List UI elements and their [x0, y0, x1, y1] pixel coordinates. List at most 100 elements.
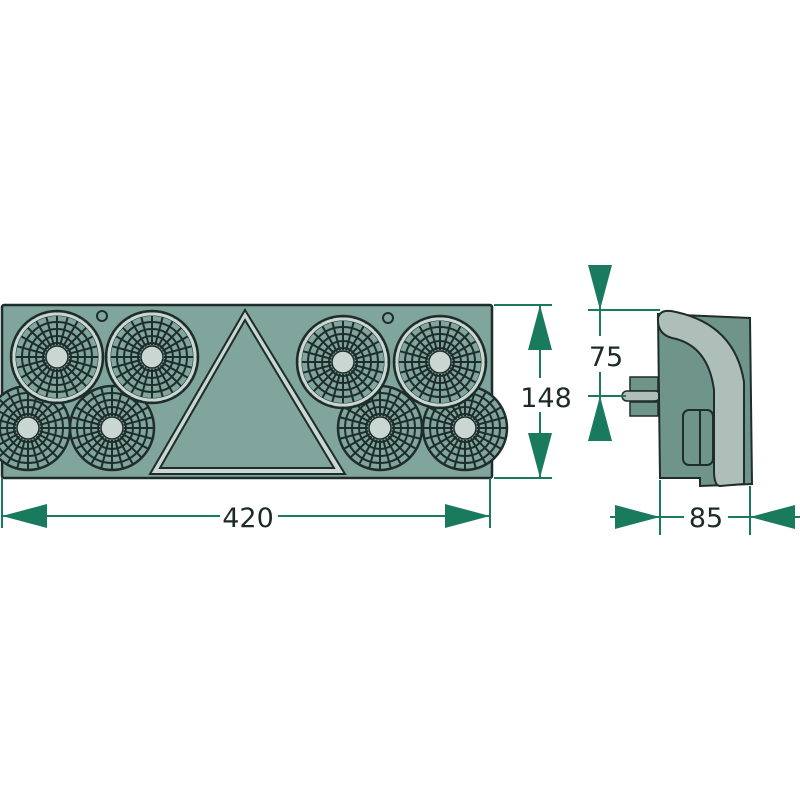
lens-spoke	[111, 362, 143, 381]
lens-spoke	[117, 437, 134, 465]
lens-spoke	[0, 398, 21, 421]
lens-spoke	[81, 397, 105, 421]
connector-plug	[629, 401, 659, 417]
lens-spoke	[406, 369, 433, 396]
lens-spoke	[395, 349, 429, 360]
lens-spoke	[382, 387, 392, 417]
dimensions	[1, 265, 800, 535]
lens-spoke	[343, 433, 371, 450]
lens-spoke	[64, 323, 91, 350]
side-lens-profile	[656, 309, 745, 488]
lens-spoke	[119, 435, 143, 459]
lens-spoke	[157, 316, 176, 348]
lens-spoke	[350, 328, 377, 355]
lens-spoke	[159, 364, 186, 391]
depth-dimension-label: 85	[689, 503, 723, 534]
bulb	[140, 345, 164, 369]
lens-spoke	[37, 406, 65, 423]
connector-pin	[621, 390, 661, 402]
large-lamp-lens	[104, 309, 200, 405]
lens-spoke	[6, 437, 23, 465]
lens-spoke	[447, 328, 474, 355]
lens-spoke	[449, 338, 481, 357]
lens-spoke	[75, 433, 103, 450]
bulb	[100, 416, 124, 440]
bulb	[453, 416, 477, 440]
lens-spoke	[476, 416, 506, 426]
lens-spoke	[118, 323, 145, 350]
lens-spoke	[470, 391, 487, 419]
lens-spoke	[30, 439, 40, 469]
lens-spoke	[447, 369, 474, 396]
arrowhead	[615, 505, 660, 529]
lens-spoke	[434, 435, 458, 459]
lens-spoke	[44, 368, 55, 402]
lens-spoke	[399, 367, 431, 386]
lens-spoke	[107, 344, 141, 355]
lens-spoke	[330, 317, 341, 351]
arrowhead	[2, 504, 47, 528]
lens-spoke	[128, 316, 147, 348]
lens-spoke	[385, 437, 402, 465]
lens-spoke	[345, 373, 356, 407]
large-lamp-lens	[295, 314, 391, 410]
lens-spoke	[59, 368, 70, 402]
lens-spoke	[62, 316, 81, 348]
lens-spoke	[154, 368, 165, 402]
lens-spoke	[302, 338, 334, 357]
lens-spoke	[33, 437, 50, 465]
lens-spoke	[33, 316, 52, 348]
lens-spoke	[23, 323, 50, 350]
lens-spoke	[64, 364, 91, 391]
lens-spoke	[90, 391, 107, 419]
bulb	[368, 416, 392, 440]
lens-spoke	[62, 366, 81, 398]
lens-spoke	[442, 373, 453, 407]
lens-spoke	[66, 333, 98, 352]
lens-spoke	[427, 317, 438, 351]
large-lamp-lens	[392, 314, 488, 410]
lens-spoke	[339, 430, 369, 440]
width-dimension-label: 420	[222, 503, 274, 534]
lens-spoke	[81, 435, 105, 459]
lens-spoke	[39, 430, 69, 440]
lens-spoke	[71, 430, 101, 440]
lens-spoke	[330, 373, 341, 407]
lens-spoke	[66, 362, 98, 381]
lens-spoke	[114, 439, 124, 469]
lens-spoke	[0, 435, 21, 458]
lens-spoke	[0, 430, 17, 437]
lens-spoke	[298, 364, 332, 375]
lens-spoke	[159, 323, 186, 350]
lens-spoke	[68, 359, 102, 370]
lens-spoke	[309, 328, 336, 355]
front-view-lamp	[0, 303, 509, 480]
lens-spoke	[467, 439, 477, 469]
lens-spoke	[0, 433, 19, 446]
lens-spoke	[343, 406, 371, 423]
connector-plug	[629, 376, 659, 392]
lens-spoke	[382, 439, 392, 469]
lens-spoke	[445, 371, 464, 403]
lens-spoke	[442, 317, 453, 351]
arrowhead	[445, 504, 490, 528]
lens-spoke	[12, 344, 46, 355]
lens-spoke	[451, 364, 485, 375]
lens-spoke	[157, 366, 176, 398]
lens-spoke	[389, 406, 417, 423]
lens-spoke	[118, 364, 145, 391]
lens-spoke	[445, 321, 464, 353]
lens-spoke	[12, 359, 46, 370]
lens-spoke	[0, 410, 19, 423]
lens-spoke	[474, 406, 502, 423]
lens-spoke	[302, 367, 334, 386]
lens-spoke	[395, 364, 429, 375]
lens-spoke	[128, 366, 147, 398]
lens-spoke	[123, 416, 153, 426]
triangle-reflector	[158, 318, 336, 469]
lens-spoke	[33, 366, 52, 398]
lens-spoke	[298, 349, 332, 360]
lens-spoke	[309, 369, 336, 396]
bulb	[45, 345, 69, 369]
